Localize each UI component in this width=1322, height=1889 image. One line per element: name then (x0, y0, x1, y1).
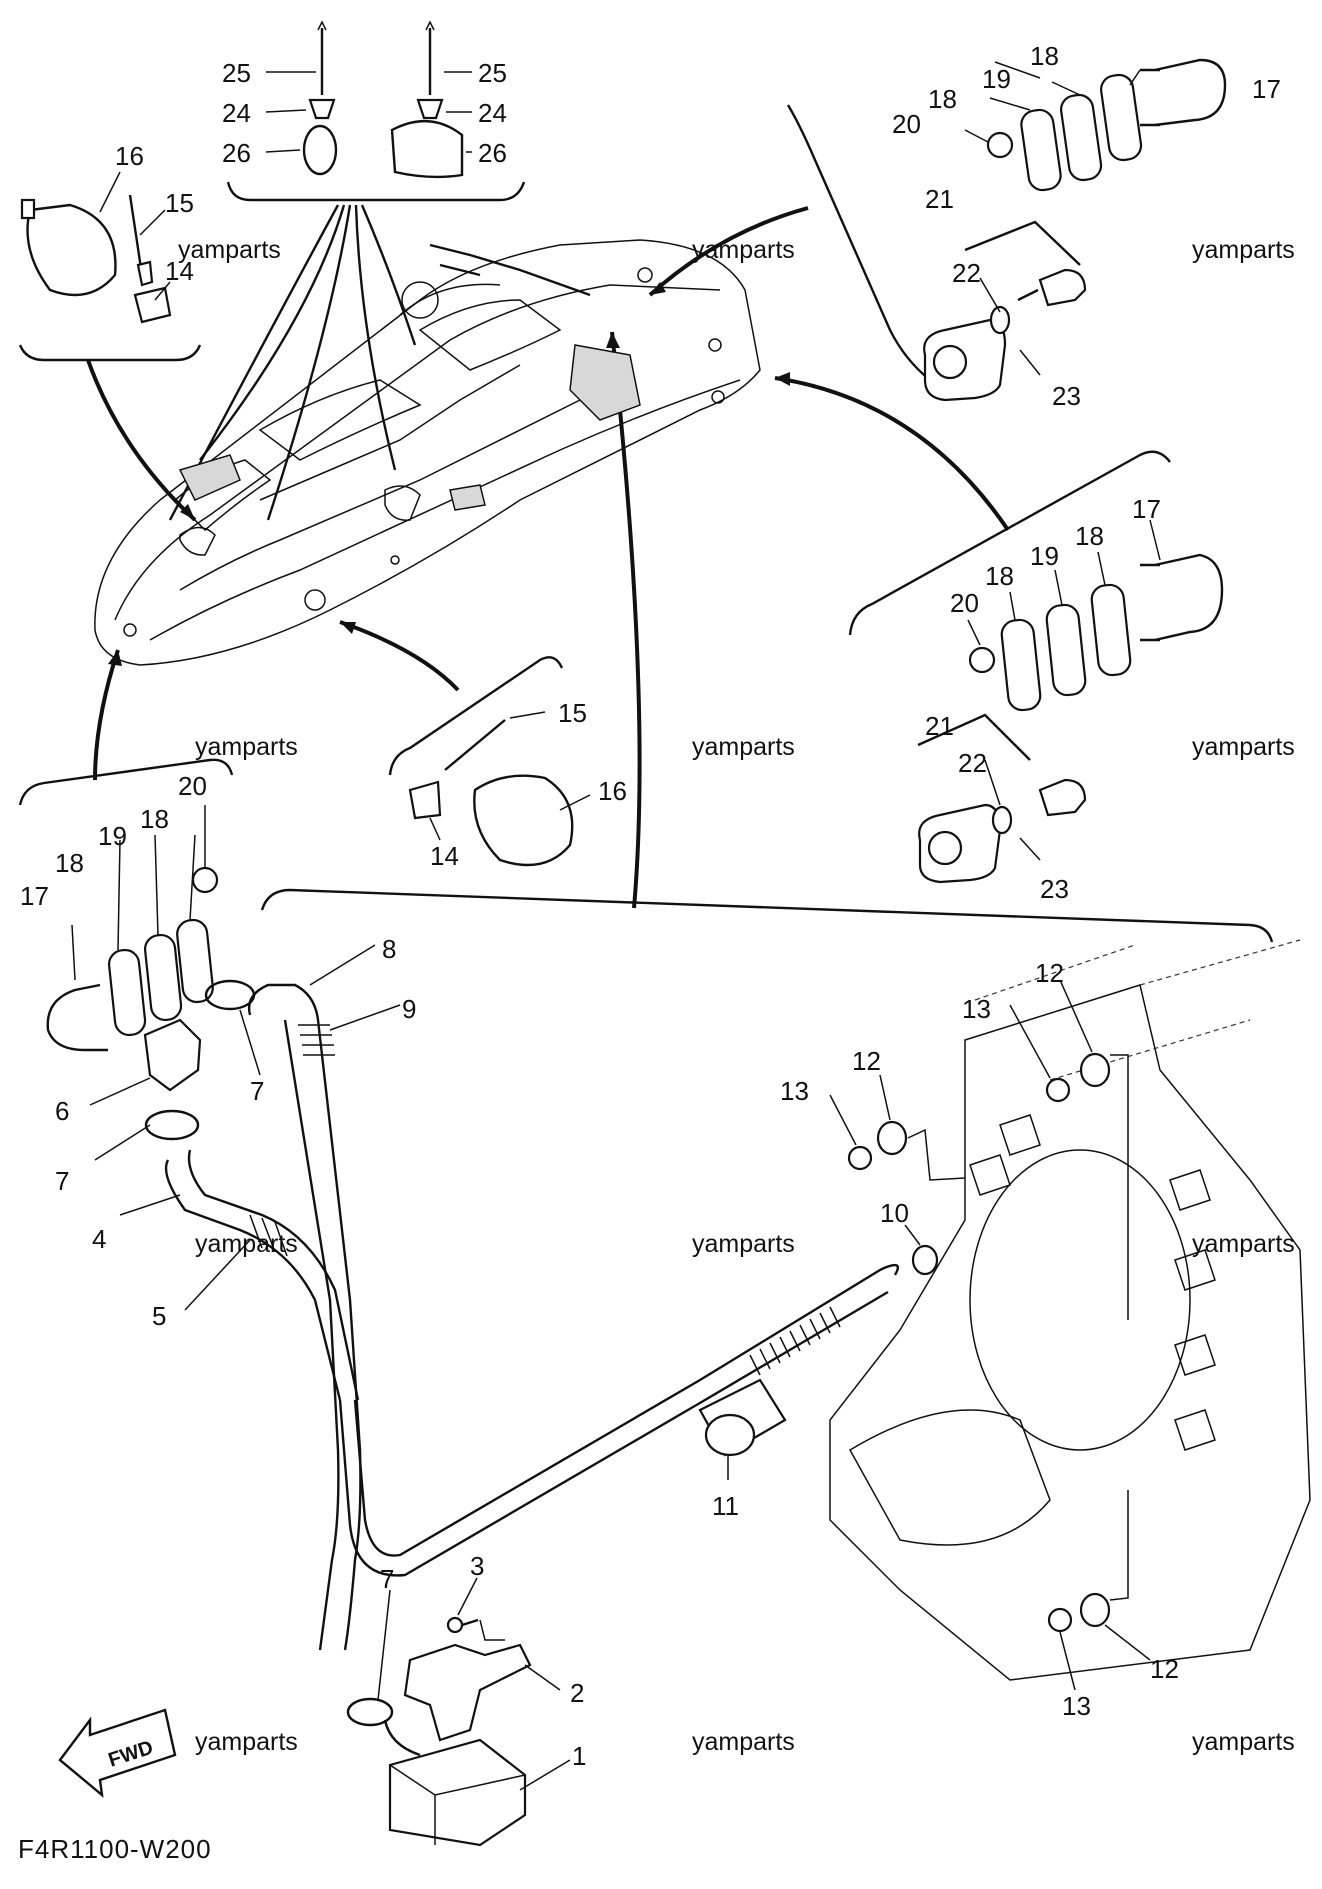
callout-13-bottom: 13 (1062, 1691, 1091, 1721)
callout-12-right: 12 (1035, 958, 1064, 988)
watermark-9: yamparts (1192, 1230, 1295, 1258)
callout-6: 6 (55, 1096, 69, 1126)
callout-21-mr: 21 (925, 711, 954, 741)
watermark-7: yamparts (195, 1230, 298, 1258)
callout-24-right: 24 (478, 98, 507, 128)
callout-19-mr: 19 (1030, 541, 1059, 571)
callout-19-ml: 19 (98, 821, 127, 851)
callout-18-ur-a: 18 (1030, 41, 1059, 71)
callout-20-ml: 20 (178, 771, 207, 801)
callout-23-ur: 23 (1052, 381, 1081, 411)
callout-17-ml: 17 (20, 881, 49, 911)
callout-25-left: 25 (222, 58, 251, 88)
watermark-2: yamparts (692, 236, 795, 264)
callout-23-mr: 23 (1040, 874, 1069, 904)
callout-7-lower: 7 (380, 1564, 394, 1594)
callout-19-ur: 19 (982, 64, 1011, 94)
callout-12-bottom: 12 (1150, 1654, 1179, 1684)
callout-16-topleft: 16 (115, 141, 144, 171)
callout-10: 10 (880, 1198, 909, 1228)
callout-11: 11 (712, 1491, 739, 1521)
part-shapes (20, 20, 1311, 1847)
callout-leaders (71, 61, 1161, 1791)
callout-8: 8 (382, 934, 396, 964)
group-brackets (18, 104, 1274, 943)
callout-3: 3 (470, 1551, 484, 1581)
callout-labels: 25 25 24 24 26 26 16 15 14 18 19 18 20 1… (20, 41, 1281, 1771)
leader-arrows (86, 204, 1010, 909)
callout-20-mr: 20 (950, 588, 979, 618)
callout-18-mr-b: 18 (1075, 521, 1104, 551)
callout-18-ml-a: 18 (140, 804, 169, 834)
callout-12-left: 12 (852, 1046, 881, 1076)
callout-7-left: 7 (55, 1166, 69, 1196)
callout-20-ur: 20 (892, 109, 921, 139)
callout-18-ml-b: 18 (55, 848, 84, 878)
callout-2: 2 (570, 1678, 584, 1708)
watermark-10: yamparts (195, 1728, 298, 1756)
watermark-1: yamparts (178, 236, 281, 264)
callout-15-center: 15 (558, 698, 587, 728)
callout-18-mr-a: 18 (985, 561, 1014, 591)
watermark-3: yamparts (1192, 236, 1295, 264)
callout-4: 4 (92, 1224, 106, 1254)
callout-13-right: 13 (962, 994, 991, 1024)
watermark-5: yamparts (692, 733, 795, 761)
callout-14-topleft: 14 (165, 256, 194, 286)
callout-9: 9 (402, 994, 416, 1024)
diagram-code: F4R1100-W200 (18, 1834, 212, 1864)
watermark-11: yamparts (692, 1728, 795, 1756)
callout-22-ur: 22 (952, 258, 981, 288)
callout-25-right: 25 (478, 58, 507, 88)
callout-1: 1 (572, 1741, 586, 1771)
callout-17-ur: 17 (1252, 74, 1281, 104)
watermark-6: yamparts (1192, 733, 1295, 761)
callout-5: 5 (152, 1301, 166, 1331)
callout-7-upper: 7 (250, 1076, 264, 1106)
watercraft-hull (94, 239, 761, 666)
callout-15-topleft: 15 (165, 188, 194, 218)
watermark-12: yamparts (1192, 1728, 1295, 1756)
callout-14-center: 14 (430, 841, 459, 871)
watermarks: yamparts yamparts yamparts yamparts yamp… (178, 236, 1295, 1756)
callout-22-mr: 22 (958, 748, 987, 778)
callout-18-ur-b: 18 (928, 84, 957, 114)
watermark-4: yamparts (195, 733, 298, 761)
callout-16-center: 16 (598, 776, 627, 806)
callout-26-right: 26 (478, 138, 507, 168)
watermark-8: yamparts (692, 1230, 795, 1258)
callout-13-left: 13 (780, 1076, 809, 1106)
callout-26-left: 26 (222, 138, 251, 168)
callout-21-ur: 21 (925, 184, 954, 214)
fwd-label: FWD (106, 1737, 156, 1772)
callout-24-left: 24 (222, 98, 251, 128)
callout-17-mr: 17 (1132, 494, 1161, 524)
